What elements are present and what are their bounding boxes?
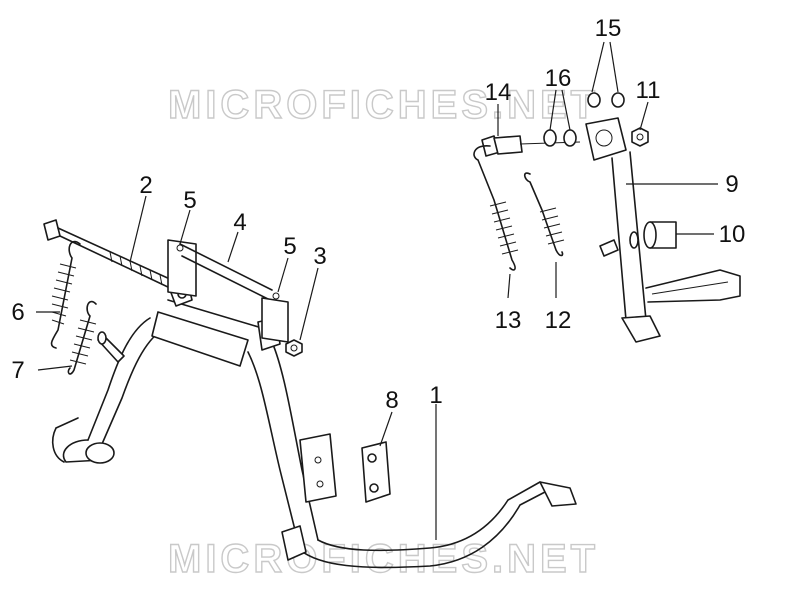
callout-14: 14 bbox=[485, 79, 512, 106]
pivot-bolt bbox=[43, 219, 173, 289]
pin-left bbox=[97, 331, 125, 363]
rubber-buffer bbox=[643, 221, 677, 249]
spring-right-outer bbox=[473, 145, 519, 271]
watermark-top: MICROFICHES.NET bbox=[168, 83, 599, 127]
callout-7: 7 bbox=[11, 357, 24, 384]
nut-right bbox=[631, 127, 649, 147]
spring-left-outer bbox=[50, 240, 81, 349]
callout-1: 1 bbox=[429, 382, 442, 409]
callout-8: 8 bbox=[385, 387, 398, 414]
callout-10: 10 bbox=[719, 221, 746, 248]
spring-right-inner bbox=[523, 172, 565, 257]
washers bbox=[543, 129, 577, 147]
watermark-bottom: MICROFICHES.NET bbox=[168, 537, 599, 581]
callout-5b: 5 bbox=[283, 233, 296, 260]
stand-bracket-block bbox=[299, 433, 391, 503]
callout-4: 4 bbox=[233, 209, 246, 236]
callout-9: 9 bbox=[725, 171, 738, 198]
callout-13: 13 bbox=[495, 307, 522, 334]
callout-6: 6 bbox=[11, 299, 24, 326]
callout-16: 16 bbox=[545, 65, 572, 92]
callout-11: 11 bbox=[636, 77, 661, 104]
spacer-tube bbox=[167, 239, 289, 343]
callout-2: 2 bbox=[139, 172, 152, 199]
leader-lines bbox=[36, 41, 718, 540]
bushings bbox=[587, 92, 625, 108]
callout-3: 3 bbox=[313, 243, 326, 270]
centre-stand bbox=[51, 283, 577, 569]
side-stand-pivot-bolt bbox=[481, 135, 581, 157]
spring-left-inner bbox=[67, 300, 97, 375]
callout-5a: 5 bbox=[183, 187, 196, 214]
side-stand bbox=[585, 117, 741, 343]
callout-12: 12 bbox=[545, 307, 572, 334]
nut-left bbox=[285, 339, 303, 357]
callout-15: 15 bbox=[595, 15, 622, 42]
